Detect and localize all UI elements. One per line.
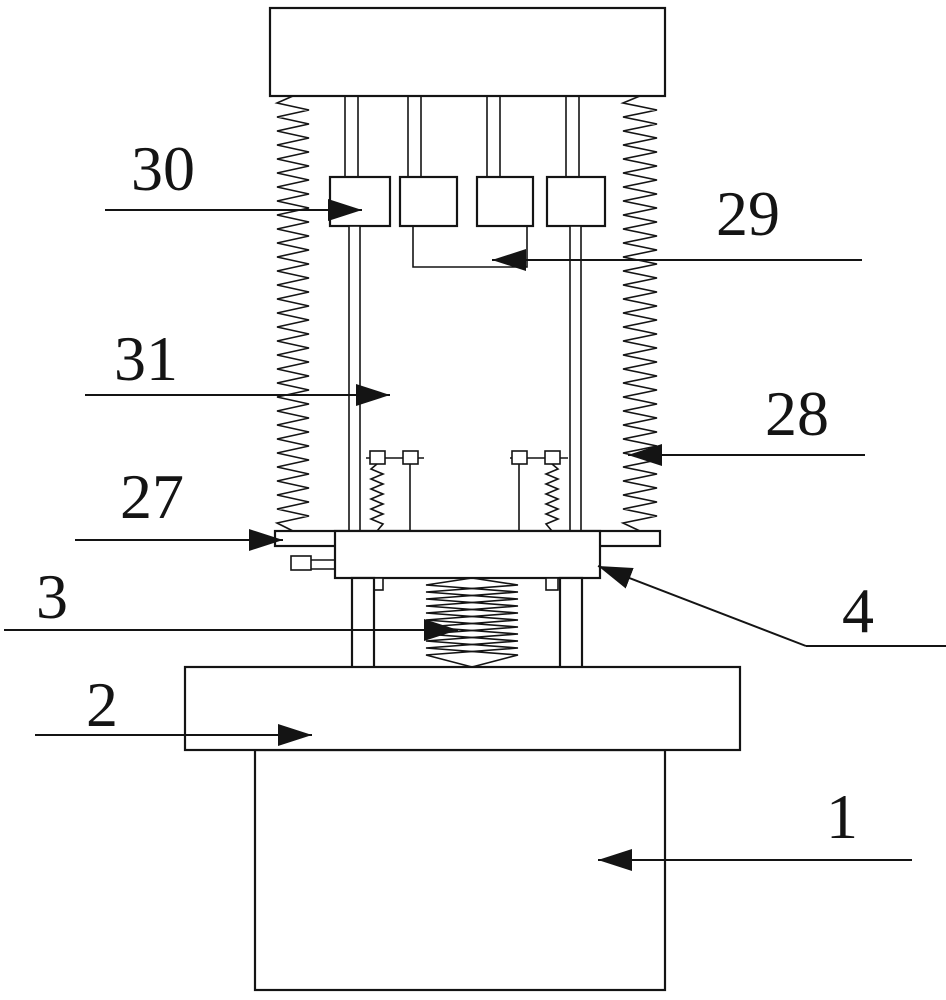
block-4 [545, 175, 607, 228]
left-coil-spring [274, 95, 310, 532]
right-coil-spring [620, 95, 658, 532]
top-plate [268, 6, 667, 98]
left-support-column [350, 576, 376, 670]
ref-label-2: 2 [86, 669, 118, 740]
right-bolt-nut-inner [511, 450, 528, 465]
right-threaded-spring [543, 463, 561, 532]
hanger-rod-1 [344, 94, 359, 180]
block-2 [398, 175, 459, 228]
side-tab [290, 555, 312, 571]
leader-4 [597, 565, 807, 647]
left-threaded-spring [368, 463, 386, 532]
ref-label-3: 3 [36, 561, 68, 632]
ref-label-4: 4 [842, 575, 874, 646]
ref-label-29: 29 [716, 178, 780, 249]
hanger-rod-3 [486, 94, 501, 180]
right-guide-rod [569, 225, 582, 533]
right-bolt-tip [545, 577, 559, 591]
connector-bracket [412, 226, 528, 268]
ref-label-27: 27 [120, 461, 184, 532]
block-3 [475, 175, 535, 228]
base-plate [183, 665, 742, 752]
block-1 [328, 175, 392, 228]
ref-label-1: 1 [826, 781, 858, 852]
right-support-column [558, 576, 584, 670]
hanger-rod-4 [565, 94, 580, 180]
hanger-rod-2 [407, 94, 422, 180]
left-guide-rod [348, 225, 361, 533]
carriage-plate [333, 529, 602, 580]
ref-label-31: 31 [114, 323, 178, 394]
ref-label-30: 30 [131, 133, 195, 204]
lower-housing [253, 748, 667, 992]
left-bolt-nut-inner [402, 450, 419, 465]
left-bolt-nut-outer [369, 450, 386, 465]
right-bolt-nut-outer [544, 450, 561, 465]
center-spring-front [425, 577, 519, 668]
ref-label-28: 28 [765, 378, 829, 449]
